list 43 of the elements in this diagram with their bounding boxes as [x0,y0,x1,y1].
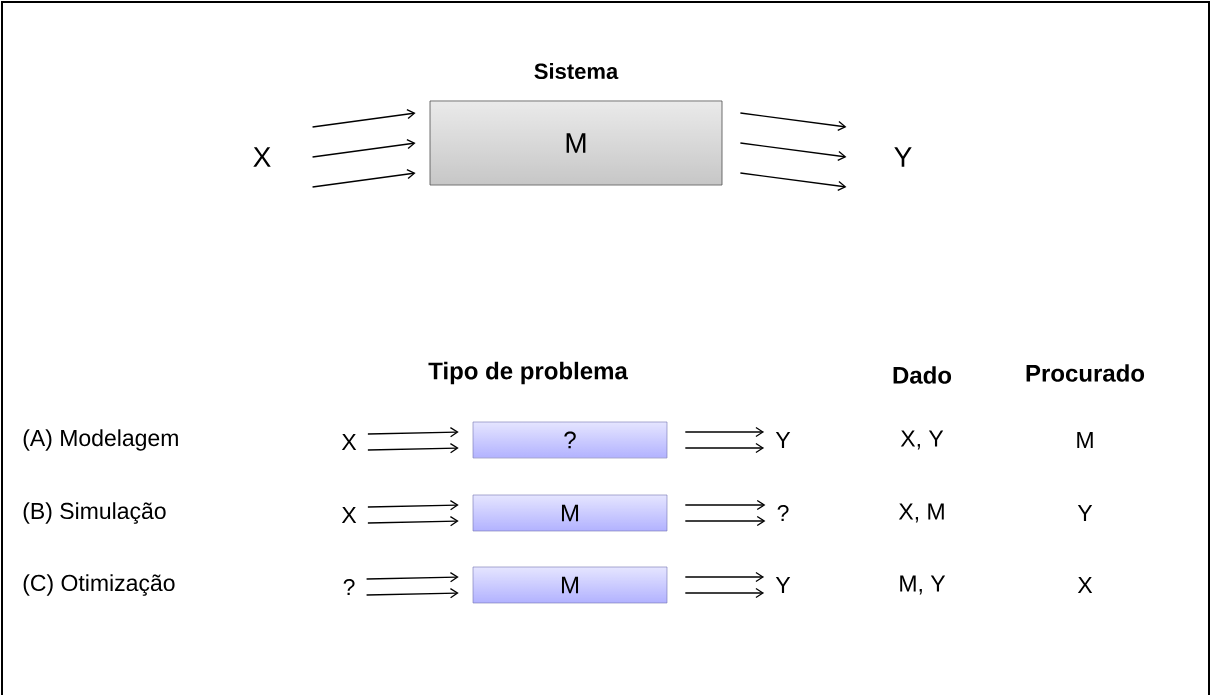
arrow [311,109,416,128]
arrow [684,571,765,583]
variable-label: Y [775,432,791,448]
table-entry: M [1077,432,1093,448]
arrow [367,516,459,527]
arrow [365,572,459,583]
arrow [684,442,765,454]
table-entry: Y [1077,505,1093,521]
process-box: M [429,100,723,186]
arrow [311,169,416,188]
arrow [367,427,459,438]
arrow [311,139,416,158]
arrow [684,426,765,438]
arrow [684,515,766,527]
row-label: (C) Otimização [23,574,175,596]
process-box: M [472,566,668,604]
heading: Sistema [534,62,619,80]
column-heading: Tipo de problema [428,361,628,385]
arrow [739,142,847,162]
process-box: M [472,494,668,532]
row-label: (A) Modelagem [23,429,178,451]
arrow [367,443,459,454]
arrow [684,587,765,599]
variable-label: X [253,147,271,167]
arrow [367,500,459,511]
arrow [365,588,459,599]
row-label: (B) Simulação [23,502,166,524]
variable-label: Y [775,577,791,593]
column-heading: Dado [893,366,952,384]
variable-label: ? [777,504,789,521]
table-entry: M, Y [900,575,946,595]
variable-label: X [341,507,357,523]
variable-label: Y [894,147,912,167]
table-entry: X [1077,577,1093,593]
table-entry: X, Y [900,430,944,450]
column-heading: Procurado [1026,364,1145,382]
arrow [684,499,766,511]
process-box: ? [472,421,668,459]
table-entry: X, M [898,503,944,523]
variable-label: X [341,434,357,450]
variable-label: ? [343,578,355,595]
arrow [739,172,847,192]
arrow [739,112,847,132]
